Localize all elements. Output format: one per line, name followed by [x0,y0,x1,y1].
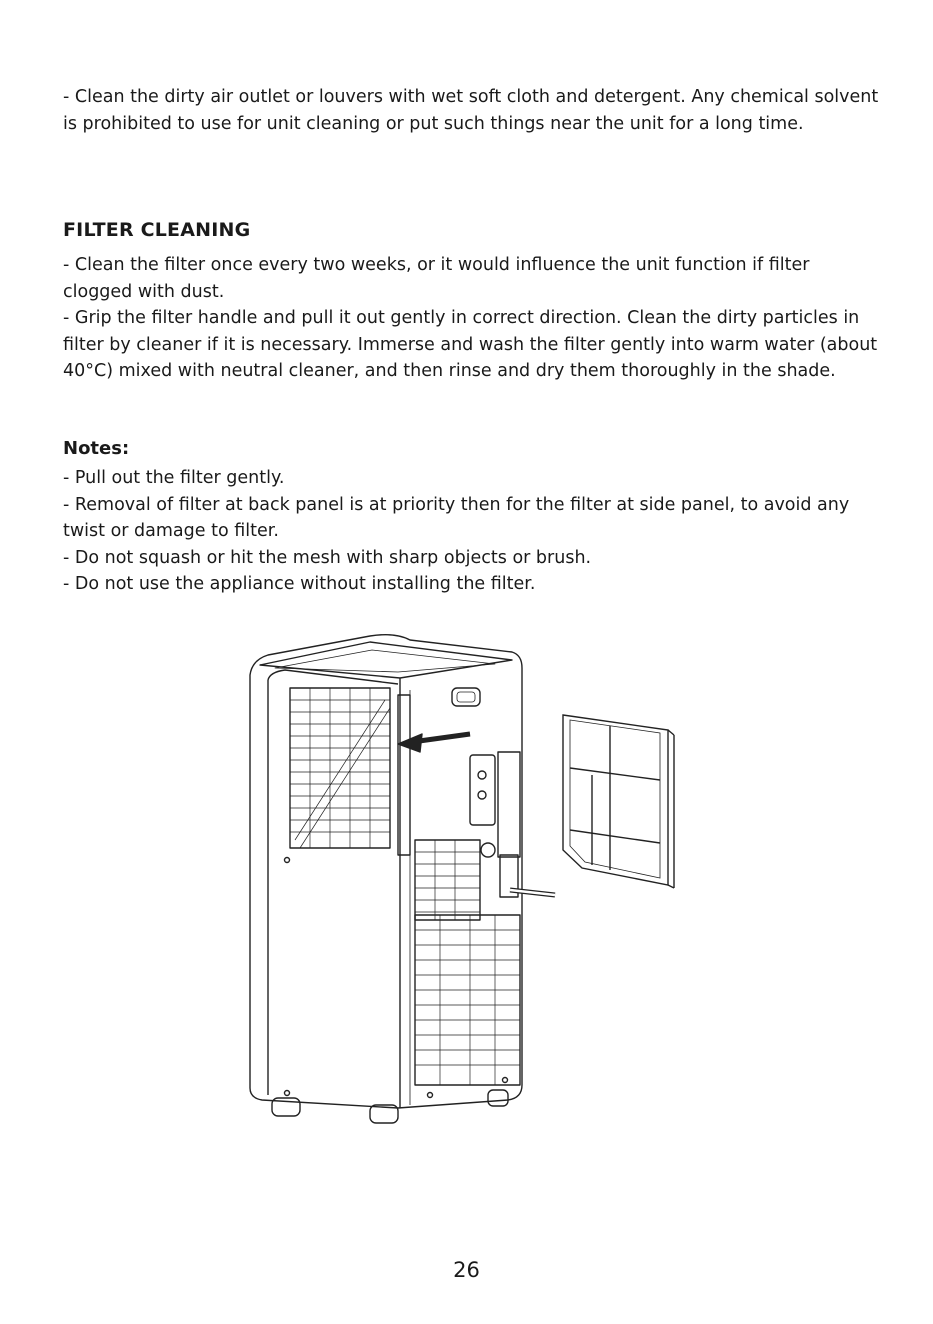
note-item: - Do not squash or hit the mesh with sha… [63,547,592,568]
notes-list: - Pull out the filter gently. - Removal … [63,465,883,598]
note-item: - Pull out the filter gently. [63,468,285,488]
note-item: - Do not use the appliance without insta… [63,574,536,594]
bottom-grill [414,914,521,1086]
notes-title: Notes: [63,438,130,459]
filter-cleaning-paragraph-1: - Clean the filter once every two weeks,… [63,255,810,302]
wheel [271,1097,301,1117]
page-number: 26 [453,1258,480,1282]
unit-body [249,633,523,1109]
back-grill [289,687,391,849]
unit-top [259,641,513,679]
intro-paragraph: - Clean the dirty air outlet or louvers … [63,87,879,134]
note-item: - Removal of filter at back panel is at … [63,494,850,542]
filter-cleaning-paragraph-2: - Grip the filter handle and pull it out… [63,308,878,381]
wheel [487,1089,509,1107]
air-conditioner-filter-illustration [249,633,675,1124]
handle-slot [451,687,481,707]
lower-grill [414,839,481,921]
removed-filter [562,714,675,889]
wheel [369,1104,399,1124]
section-heading-filter-cleaning: FILTER CLEANING [63,219,251,241]
